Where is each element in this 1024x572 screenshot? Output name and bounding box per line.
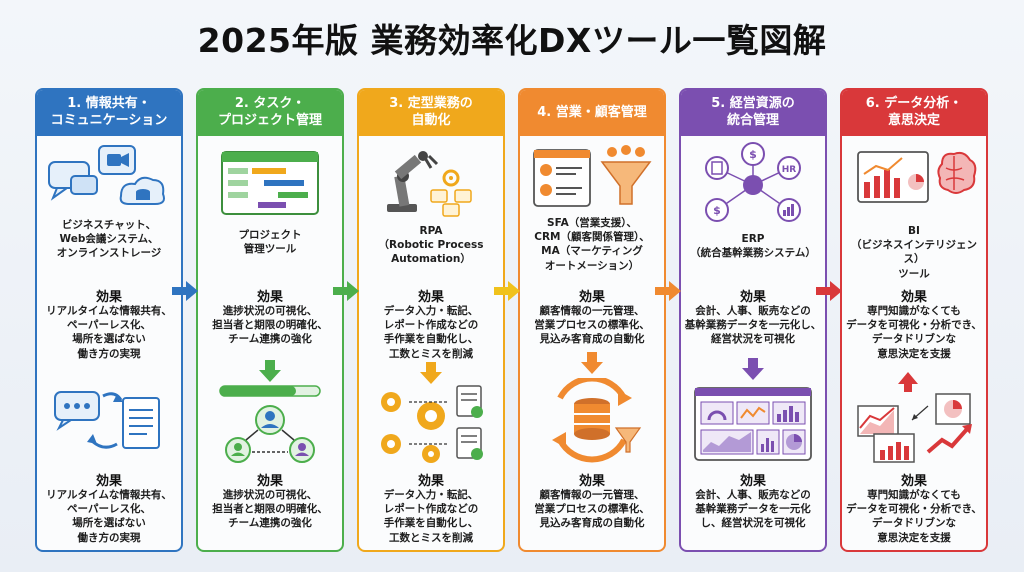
column-header: 1. 情報共有・ コミュニケーション [37,90,181,136]
robot-arm-icon [387,151,472,217]
erp-hub-icon: $ HR $ [705,142,801,222]
effect-label: 効果 [739,290,766,305]
column-header: 3. 定型業務の 自動化 [359,90,503,136]
svg-text:$: $ [749,148,757,161]
flow-arrow-2-3 [333,281,359,301]
column-header: 6. データ分析・ 意思決定 [842,90,986,136]
effect-text-2: 専門知識がなくても データを可視化・分析でき、 データドリブンな 意思決定を支援 [846,489,982,544]
column-communication: 1. 情報共有・ コミュニケーション ビジネスチャット、 Web会議システム、 … [35,88,183,552]
flow-arrow-4-5 [655,281,681,301]
effect-label: 効果 [417,290,444,305]
gears-documents-icon [381,385,483,463]
effect-label: 効果 [95,290,122,305]
column-project-management: 2. タスク・ プロジェクト管理 プロジェクト 管理ツール 効果 進捗状況の可視… [196,88,344,552]
column-header: 2. タスク・ プロジェクト管理 [198,90,342,136]
effect-text: 会計、人事、販売などの 基幹業務データを一元化し、 経営状況を可視化 [684,305,822,346]
hr-label: HR [782,165,797,175]
column-bi: 6. データ分析・ 意思決定 BI （ビジネスインテリジェンス） ツール 効果 … [840,88,988,552]
column-header: 4. 営業・顧客管理 [520,90,664,136]
chat-video-cloud-icon [48,145,165,205]
tool-name: BI （ビジネスインテリジェンス） ツール [851,225,977,280]
down-arrow-icon [420,362,442,384]
effect-text-2: リアルタイムな情報共有、 ペーパーレス化、 場所を選ばない 働き方の実現 [46,489,172,544]
effect-text-2: データ入力・転記、 レポート作成などの 手作業を自動化し、 工数とミスを削減 [383,489,479,544]
effect-label-2: 効果 [739,474,766,489]
effect-text: 顧客情報の一元管理、 営業プロセスの標準化、 見込み客育成の自動化 [534,305,650,346]
column-header: 5. 経営資源の 統合管理 [681,90,825,136]
flow-arrow-1-2 [172,281,198,301]
database-cycle-icon [552,378,642,463]
effect-text-2: 顧客情報の一元管理、 営業プロセスの標準化、 見込み客育成の自動化 [534,489,650,530]
down-arrow-icon [259,360,281,382]
column-automation: 3. 定型業務の 自動化 RPA （Robotic Process Automa… [357,88,505,552]
bi-chart-brain-icon [857,151,977,203]
chat-document-icon [54,391,160,449]
effect-text-2: 会計、人事、販売などの 基幹業務データを一元化 し、経営状況を可視化 [695,489,811,530]
gantt-chart-icon [221,151,319,215]
effect-text: 専門知識がなくても データを可視化・分析でき、 データドリブンな 意思決定を支援 [846,305,982,360]
dashboard-icon [694,387,812,461]
effect-label-2: 効果 [578,474,605,489]
effect-label-2: 効果 [900,474,927,489]
down-arrow-icon [742,358,764,380]
tool-name: SFA（営業支援）、 CRM（顧客関係管理）、 MA（マーケティング オートメー… [534,217,650,272]
column-erp: 5. 経営資源の 統合管理 $ HR $ ERP （統合基幹業務システム） 効果… [679,88,827,552]
effect-label: 効果 [256,290,283,305]
effect-text: 進捗状況の可視化、 担当者と期限の明確化、 チーム連携の強化 [212,305,328,346]
team-progress-icon [219,385,321,463]
column-sales-crm: 4. 営業・顧客管理 SFA（営業支援）、 CRM（顧客関係管理）、 MA（マー… [518,88,666,552]
crm-funnel-icon [533,145,652,207]
effect-label-2: 効果 [417,474,444,489]
tool-name: ERP （統合基幹業務システム） [690,233,816,260]
tool-name: ビジネスチャット、 Web会議システム、 オンラインストレージ [56,219,162,260]
effect-text: データ入力・転記、 レポート作成などの 手作業を自動化し、 工数とミスを削減 [383,305,479,360]
effect-text: リアルタイムな情報共有、 ペーパーレス化、 場所を選ばない 働き方の実現 [46,305,172,360]
down-arrow-icon [581,352,603,374]
effect-label-2: 効果 [95,474,122,489]
analytics-growth-icon [857,372,972,463]
tool-name: プロジェクト 管理ツール [238,229,302,256]
tool-name: RPA （Robotic Process Automation） [378,225,484,266]
effect-text-2: 進捗状況の可視化、 担当者と期限の明確化、 チーム連携の強化 [212,489,328,530]
page-title: 2025年版 業務効率化DXツール一覧図解 [197,21,827,60]
effect-label: 効果 [900,290,927,305]
effect-label: 効果 [578,290,605,305]
flow-arrow-3-4 [494,281,520,301]
svg-text:$: $ [713,204,721,217]
flow-arrow-5-6 [816,281,842,301]
effect-label-2: 効果 [256,474,283,489]
